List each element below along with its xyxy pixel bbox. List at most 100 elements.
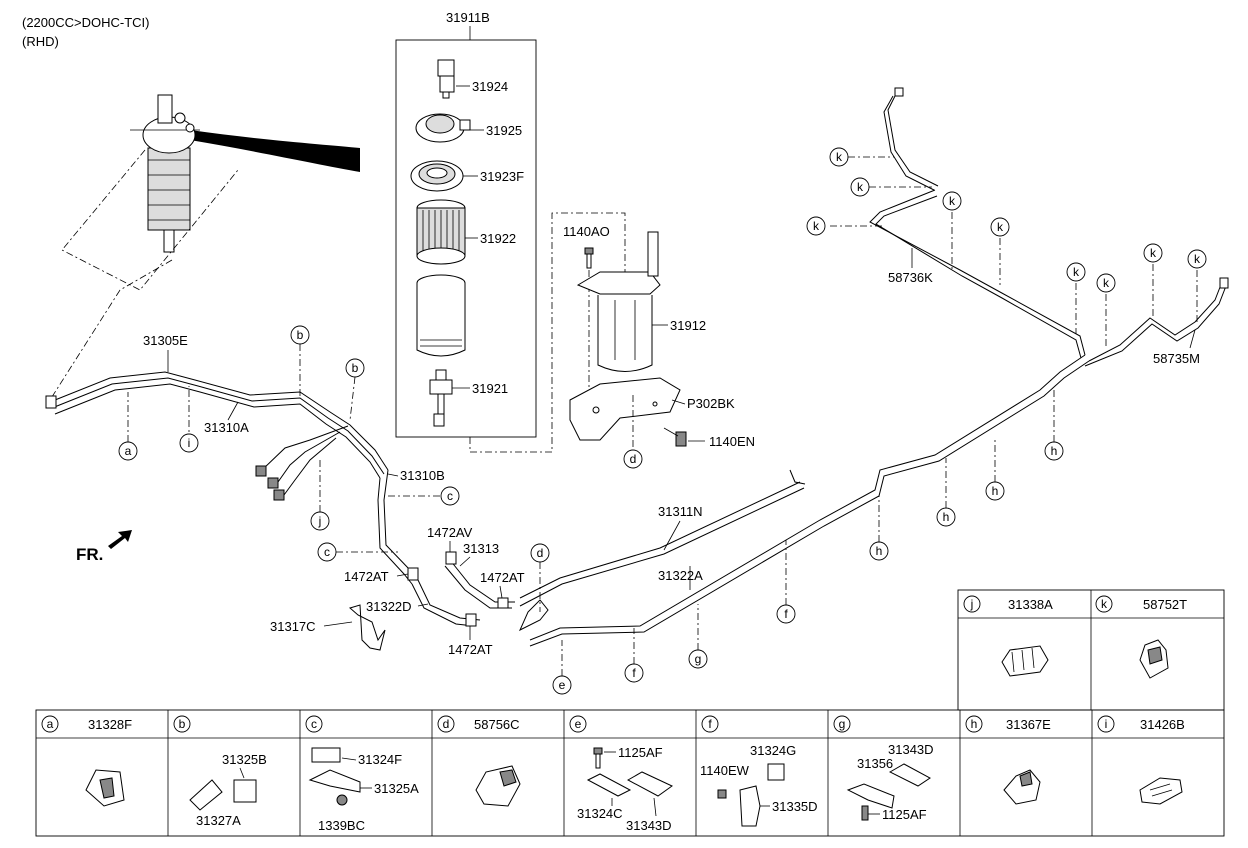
callout-k-5: k: [990, 217, 1010, 237]
label-1472AV: 1472AV: [427, 525, 473, 540]
svg-text:a: a: [47, 717, 54, 731]
label-1140EN: 1140EN: [709, 434, 755, 449]
callout-k-3: k: [806, 216, 826, 236]
label-P302BK: P302BK: [687, 396, 735, 411]
label-31317C: 31317C: [270, 619, 316, 634]
legend-cell-g: g 31343D 31356 1125AF: [833, 715, 934, 822]
svg-text:b: b: [352, 361, 359, 375]
direction-label: FR.: [76, 545, 103, 564]
svg-text:b: b: [179, 717, 186, 731]
svg-text:d: d: [443, 717, 450, 731]
filter-part-label-5: 31921: [472, 381, 508, 396]
callout-d-2: d: [530, 543, 550, 563]
callout-h-2: h: [936, 507, 956, 527]
callout-c-1: c: [440, 486, 460, 506]
svg-text:c: c: [311, 717, 317, 731]
label-1472AT-2: 1472AT: [480, 570, 525, 585]
svg-text:31343D: 31343D: [888, 742, 934, 757]
filter-part-label-2: 31925: [486, 123, 522, 138]
callout-leaders: [127, 156, 1198, 676]
label-31322A: 31322A: [658, 568, 703, 583]
callout-k-8: k: [1143, 243, 1163, 263]
svg-text:k: k: [997, 220, 1004, 234]
legend-cell-k: k 58752T: [1095, 595, 1187, 679]
svg-text:31325A: 31325A: [374, 781, 419, 796]
filter-bowl: [416, 274, 466, 357]
callout-k-4: k: [942, 191, 962, 211]
label-1472AT-1: 1472AT: [344, 569, 389, 584]
svg-text:31324C: 31324C: [577, 806, 623, 821]
callout-k-6: k: [1066, 262, 1086, 282]
filter-part-label-4: 31922: [480, 231, 516, 246]
callout-h-3: h: [985, 481, 1005, 501]
filter-part-31924: 31924: [437, 59, 508, 99]
svg-text:h: h: [1051, 444, 1058, 458]
callout-f-2: f: [776, 604, 796, 624]
filter-part-31923f: 31923F: [410, 160, 524, 192]
callout-k-9: k: [1187, 249, 1207, 269]
legend-cell-e: e 1125AF 31324C 31343D: [569, 715, 673, 833]
svg-text:31356: 31356: [857, 756, 893, 771]
filter-part-31925: 31925: [415, 113, 522, 143]
svg-text:58756C: 58756C: [474, 717, 520, 732]
svg-text:g: g: [695, 652, 702, 666]
legend-bottom: a 31328F b 31325B 31327A c 31324F 31325A…: [35, 709, 1225, 837]
svg-text:f: f: [784, 607, 788, 621]
front-arrow-icon: [108, 530, 132, 549]
svg-text:i: i: [1105, 717, 1108, 731]
svg-text:31328F: 31328F: [88, 717, 132, 732]
legend-part-58752T: 58752T: [1143, 597, 1187, 612]
pipe-fittings: [45, 87, 1229, 627]
svg-text:31327A: 31327A: [196, 813, 241, 828]
callout-h-1: h: [869, 541, 889, 561]
label-31311N: 31311N: [658, 504, 703, 519]
legend-cell-b: b 31325B 31327A: [173, 715, 267, 828]
svg-text:31367E: 31367E: [1006, 717, 1051, 732]
callout-k-2: k: [850, 177, 870, 197]
callout-b-1: b: [290, 325, 310, 345]
callout-d-1: d: [623, 449, 643, 469]
bracket-31317c: [348, 604, 386, 651]
svg-text:31426B: 31426B: [1140, 717, 1185, 732]
svg-text:c: c: [447, 489, 453, 503]
legend-cell-a: a 31328F: [41, 715, 132, 807]
callout-j-1: j: [310, 511, 330, 531]
label-1472AT-3: 1472AT: [448, 642, 493, 657]
bolt-1140ao: [584, 247, 594, 269]
fuel-filter-assembly-drawing: [130, 94, 360, 253]
svg-text:i: i: [188, 436, 191, 450]
housing-31912: [576, 231, 661, 372]
svg-text:31325B: 31325B: [222, 752, 267, 767]
label-31305E: 31305E: [143, 333, 188, 348]
bracket-p302bk: [569, 377, 681, 441]
label-31310A: 31310A: [204, 420, 249, 435]
svg-text:k: k: [836, 150, 843, 164]
label-58735M: 58735M: [1153, 351, 1200, 366]
legend-cell-h: h 31367E: [965, 715, 1051, 805]
engine-spec: (2200CC>DOHC-TCI): [22, 15, 150, 30]
svg-text:1125AF: 1125AF: [618, 745, 663, 760]
callout-h-4: h: [1044, 441, 1064, 461]
svg-text:31335D: 31335D: [772, 799, 818, 814]
filter-part-label-3: 31923F: [480, 169, 524, 184]
svg-text:a: a: [125, 444, 132, 458]
svg-text:k: k: [1150, 246, 1157, 260]
label-31912: 31912: [670, 318, 706, 333]
legend-cell-c: c 31324F 31325A 1339BC: [305, 715, 419, 833]
svg-text:j: j: [970, 597, 974, 611]
filter-part-31922: 31922: [416, 199, 516, 265]
filter-part-label-1: 31924: [472, 79, 508, 94]
svg-text:h: h: [971, 717, 978, 731]
callout-k-7: k: [1096, 273, 1116, 293]
svg-text:1339BC: 1339BC: [318, 818, 365, 833]
filter-part-31921: 31921: [429, 369, 508, 427]
svg-text:f: f: [632, 666, 636, 680]
svg-text:h: h: [992, 484, 999, 498]
svg-text:j: j: [318, 514, 322, 528]
legend-cell-d: d 58756C: [437, 715, 521, 807]
legend-cell-i: i 31426B: [1097, 715, 1185, 805]
label-1140AO: 1140AO: [563, 224, 610, 239]
label-31313: 31313: [463, 541, 499, 556]
callout-f-1: f: [624, 663, 644, 683]
